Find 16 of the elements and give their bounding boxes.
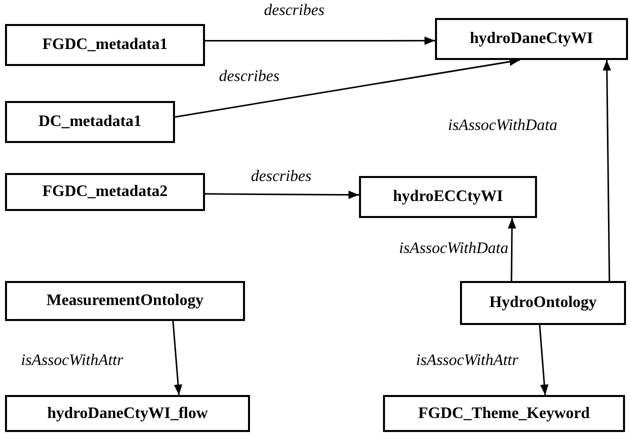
arrow <box>205 36 435 45</box>
arrow <box>508 218 516 281</box>
arrow <box>602 60 612 281</box>
class-box: FGDC_Theme_Keyword <box>383 395 625 432</box>
arrow <box>538 324 548 396</box>
arrow <box>172 320 182 396</box>
class-box: FGDC_metadata1 <box>5 24 205 66</box>
class-box: MeasurementOntology <box>5 281 245 321</box>
arrow <box>174 58 520 118</box>
class-box: hydroDaneCtyWI_flow <box>5 395 250 432</box>
class-box: FGDC_metadata2 <box>5 173 205 211</box>
class-box: HydroOntology <box>460 281 626 325</box>
class-box: DC_metadata1 <box>5 101 175 143</box>
class-box: hydroDaneCtyWI <box>435 18 628 60</box>
class-box: hydroECCtyWI <box>359 176 537 218</box>
arrow <box>205 190 359 200</box>
